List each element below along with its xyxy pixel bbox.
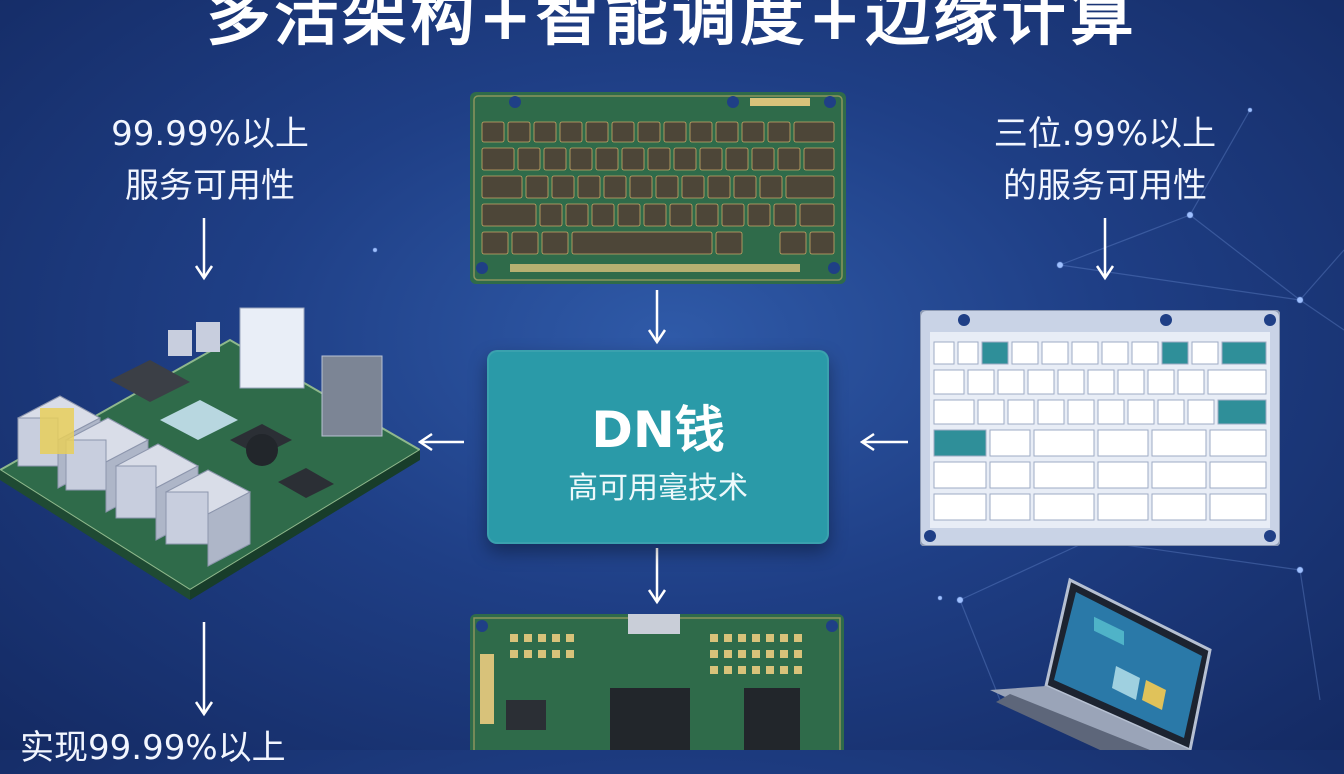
right-circuit-board xyxy=(920,310,1280,546)
left-server-board xyxy=(0,307,420,600)
left-availability-label: 99.99%以上 服务可用性 xyxy=(60,108,360,212)
arrow-down-icon xyxy=(647,548,667,605)
arrow-left-icon xyxy=(418,432,464,452)
bottom-circuit-board xyxy=(470,614,844,750)
page-title: 多活架构+智能调度+边缘计算 xyxy=(206,0,1138,55)
right-availability-label: 三位.99%以上 的服务可用性 xyxy=(950,108,1260,212)
right-label-line1: 三位.99%以上 xyxy=(993,114,1217,154)
center-node-title: DN钱 xyxy=(591,401,725,459)
laptop-icon xyxy=(990,577,1212,750)
arrow-down-icon xyxy=(194,218,214,281)
arrow-down-icon xyxy=(1095,218,1115,281)
bottom-left-label: 实现99.99%以上 xyxy=(20,728,286,768)
center-node-box: DN钱 高可用毫技术 xyxy=(487,350,829,544)
arrow-down-icon xyxy=(647,290,667,345)
top-circuit-board xyxy=(470,92,846,284)
arrow-left-icon xyxy=(860,432,908,452)
left-label-line1: 99.99%以上 xyxy=(111,114,309,154)
right-label-line2: 的服务可用性 xyxy=(1003,166,1207,206)
arrow-down-icon xyxy=(194,622,214,717)
center-node-subtitle: 高可用毫技术 xyxy=(568,471,748,506)
left-label-line2: 服务可用性 xyxy=(125,166,295,206)
